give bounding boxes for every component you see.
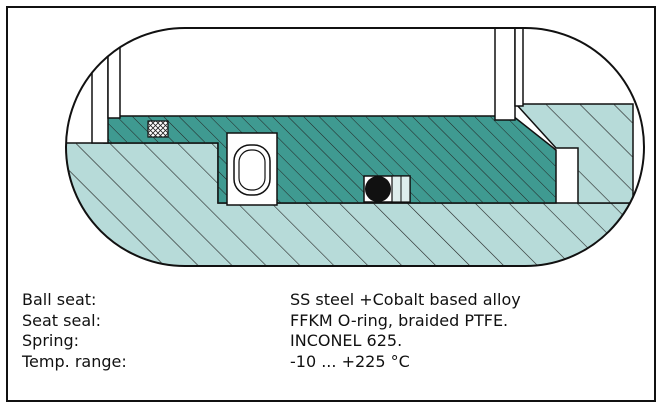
spec-row-spring: Spring: INCONEL 625.: [22, 331, 542, 352]
spec-label: Temp. range:: [22, 351, 127, 371]
spec-value: INCONEL 625.: [290, 331, 403, 350]
spec-label: Spring:: [22, 331, 80, 350]
figure-frame: Ball seat: SS steel +Cobalt based alloy …: [6, 6, 656, 402]
spec-label: Ball seat:: [22, 290, 97, 309]
spec-list: Ball seat: SS steel +Cobalt based alloy …: [22, 290, 542, 372]
ffkm-o-ring: [365, 176, 391, 202]
section-outline: [65, 27, 645, 267]
spec-label: Seat seal:: [22, 310, 101, 330]
stem-right-outer: [514, 28, 524, 107]
spec-value: FFKM O-ring, braided PTFE.: [290, 310, 509, 330]
spec-value: SS steel +Cobalt based alloy: [290, 290, 521, 309]
spec-row-seat-seal: Seat seal: FFKM O-ring, braided PTFE.: [22, 311, 542, 332]
seat-cross-section-diagram: [65, 27, 645, 267]
spec-value: -10 ... +225 °C: [290, 351, 410, 371]
ball-edge-inner: [107, 28, 121, 119]
spec-row-temp-range: Temp. range: -10 ... +225 °C: [22, 352, 542, 373]
spec-row-ball-seat: Ball seat: SS steel +Cobalt based alloy: [22, 290, 542, 311]
ball-edge-left: [91, 28, 109, 144]
stem-right: [494, 28, 516, 121]
